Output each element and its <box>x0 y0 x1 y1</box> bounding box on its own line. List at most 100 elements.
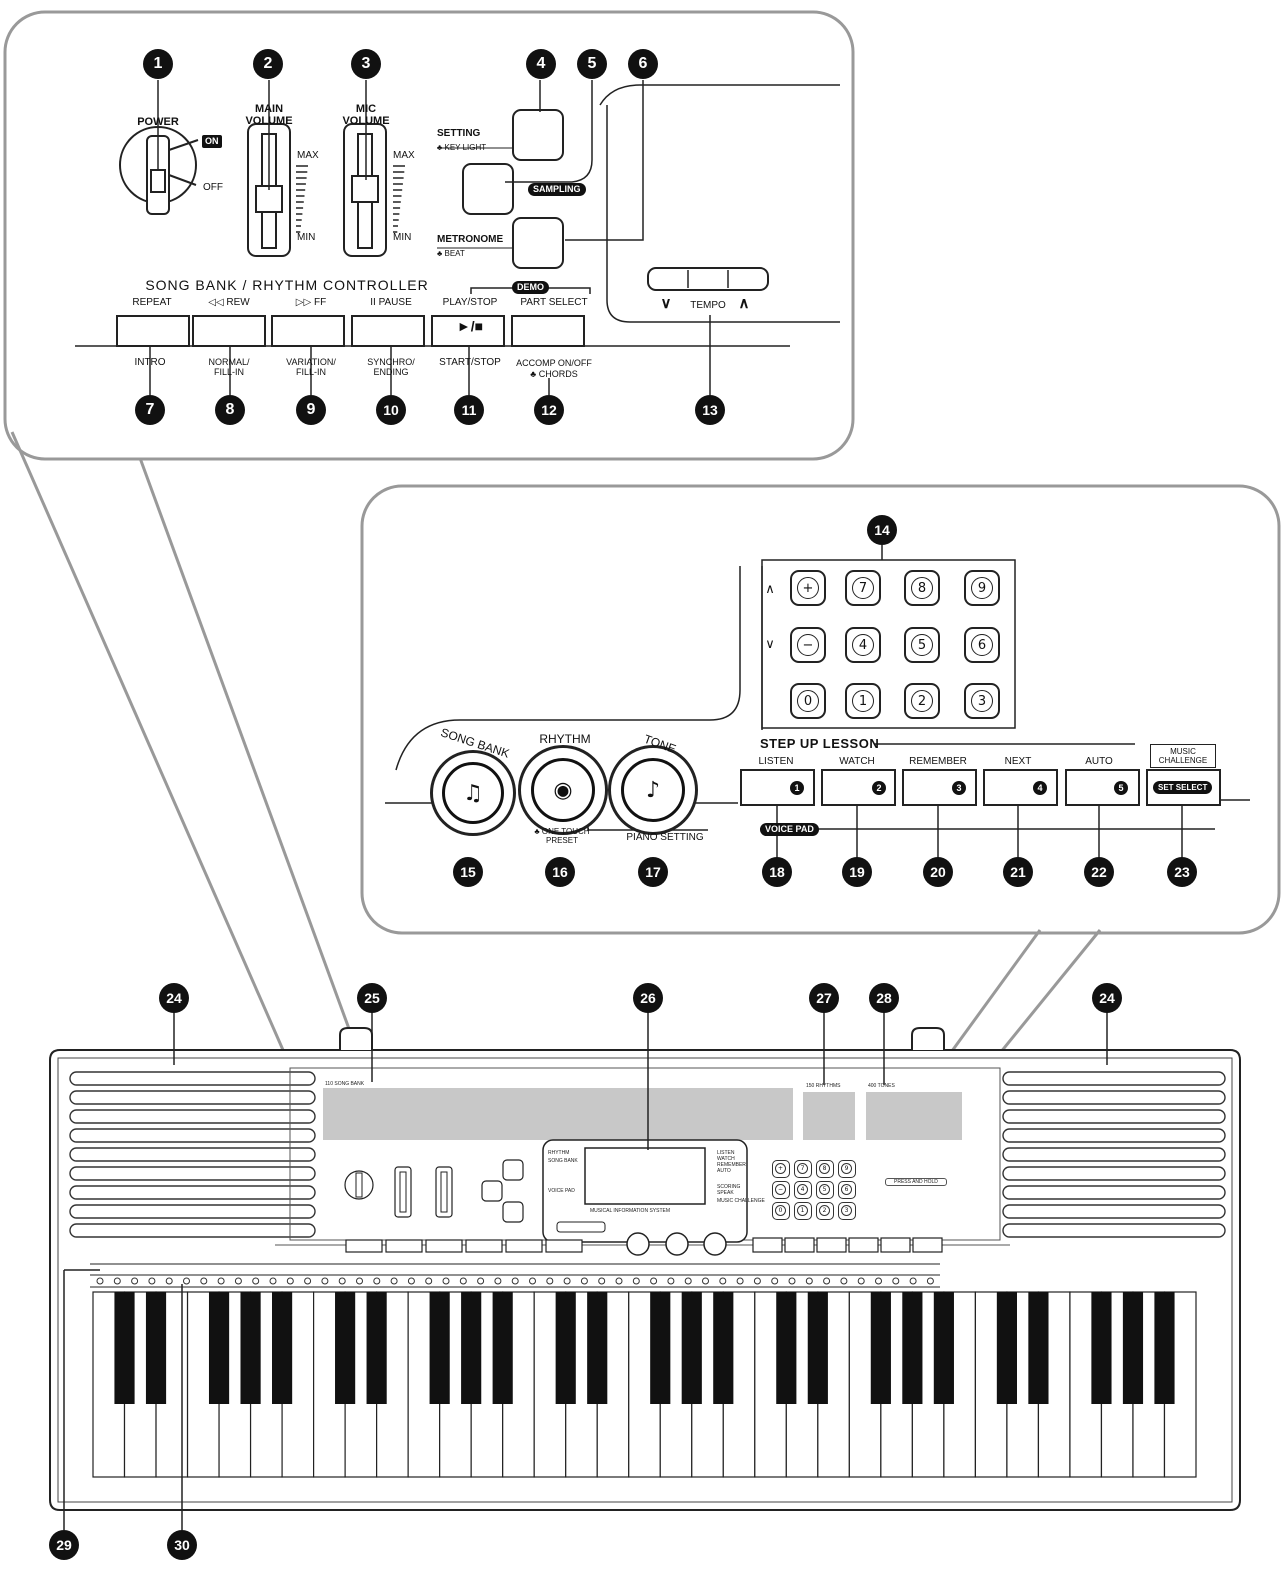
callout-number: 27 <box>809 983 839 1013</box>
keypad-key[interactable]: 5 <box>904 627 940 663</box>
small-keypad-key[interactable]: + <box>772 1160 790 1178</box>
keypad-key[interactable]: 7 <box>845 570 881 606</box>
tempo-up-icon[interactable]: ∧ <box>738 295 750 312</box>
small-keypad-key[interactable]: 6 <box>838 1181 856 1199</box>
callout-number: 5 <box>577 49 607 79</box>
demo-label: DEMO <box>512 281 549 294</box>
start-stop-label: START/STOP <box>439 357 501 368</box>
small-lesson-button <box>880 1237 911 1253</box>
rew-label: ◁◁ REW <box>208 297 250 308</box>
key-label-icon <box>148 1277 156 1285</box>
keypad-key[interactable]: + <box>790 570 826 606</box>
listen-label: LISTEN <box>758 756 794 767</box>
part-select-label: PART SELECT <box>520 297 588 308</box>
small-keypad-key[interactable]: 0 <box>772 1202 790 1220</box>
keypad-key[interactable]: 8 <box>904 570 940 606</box>
callout-number: 16 <box>545 857 575 887</box>
song-bank-button[interactable]: ♫ <box>430 750 516 836</box>
black-key <box>807 1292 828 1404</box>
mic-volume-max: MAX <box>393 150 415 161</box>
black-key <box>933 1292 954 1404</box>
small-keypad-key[interactable]: 1 <box>794 1202 812 1220</box>
rhythms-list-label: 150 RHYTHMS <box>806 1083 841 1089</box>
black-key <box>650 1292 671 1404</box>
key-label-icon <box>234 1277 242 1285</box>
listen-number: 1 <box>790 781 804 795</box>
black-key <box>492 1292 513 1404</box>
keypad-up-icon: ∧ <box>765 581 775 596</box>
small-keypad-key-label: 9 <box>841 1163 852 1174</box>
key-label-icon <box>338 1277 346 1285</box>
small-controller-button <box>545 1239 583 1253</box>
key-label-icon <box>165 1277 173 1285</box>
small-keypad-key[interactable]: 8 <box>816 1160 834 1178</box>
display-footer: MUSICAL INFORMATION SYSTEM <box>590 1208 671 1214</box>
display-music-challenge: MUSIC CHALLENGE <box>717 1198 765 1204</box>
key-label-icon <box>529 1277 536 1285</box>
callout-number: 26 <box>633 983 663 1013</box>
key-label-icon <box>719 1277 727 1285</box>
keypad-key[interactable]: − <box>790 627 826 663</box>
keypad-key[interactable]: 3 <box>964 683 1000 719</box>
small-controller-button <box>465 1239 503 1253</box>
callout-number: 25 <box>357 983 387 1013</box>
song-bank-list-area <box>323 1088 793 1140</box>
callout-number: 29 <box>49 1530 79 1560</box>
callout-number: 14 <box>867 515 897 545</box>
display-watch: WATCH <box>717 1156 735 1162</box>
key-label-icon <box>546 1277 554 1285</box>
chords-label: ♣ CHORDS <box>530 369 578 379</box>
tone-button[interactable]: ♪ <box>608 745 698 835</box>
keypad-key[interactable]: 1 <box>845 683 881 719</box>
keypad-key[interactable]: 2 <box>904 683 940 719</box>
key-label-icon <box>113 1277 121 1285</box>
callout-number: 18 <box>762 857 792 887</box>
display-speak: SPEAK <box>717 1190 734 1196</box>
controller-button <box>192 315 266 347</box>
small-keypad-key[interactable]: 4 <box>794 1181 812 1199</box>
small-keypad-key-label: 0 <box>775 1205 786 1216</box>
key-label-icon <box>200 1277 208 1285</box>
display-song-bank: SONG BANK <box>548 1158 578 1164</box>
controller-title: SONG BANK / RHYTHM CONTROLLER <box>145 277 429 293</box>
key-label-icon <box>356 1277 363 1285</box>
mic-volume-min: MIN <box>393 232 412 243</box>
key-label-icon <box>650 1277 658 1285</box>
small-keypad-key[interactable]: − <box>772 1181 790 1199</box>
small-keypad-key[interactable]: 3 <box>838 1202 856 1220</box>
black-key <box>114 1292 135 1404</box>
keypad-key[interactable]: 9 <box>964 570 1000 606</box>
next-label: NEXT <box>1004 756 1032 767</box>
variation-fill-in-label: VARIATION/ FILL-IN <box>286 357 336 377</box>
callout-number: 12 <box>534 395 564 425</box>
display-listen: LISTEN <box>717 1150 735 1156</box>
small-keypad-key-label: 1 <box>797 1205 808 1216</box>
keypad-key[interactable]: 6 <box>964 627 1000 663</box>
power-off-label: OFF <box>203 182 223 193</box>
display-auto: AUTO <box>717 1168 731 1174</box>
small-keypad-key[interactable]: 5 <box>816 1181 834 1199</box>
black-key <box>870 1292 891 1404</box>
voice-pad-label: VOICE PAD <box>760 823 819 836</box>
keypad-key-label: + <box>797 577 819 599</box>
keypad-key[interactable]: 4 <box>845 627 881 663</box>
small-keypad-key[interactable]: 7 <box>794 1160 812 1178</box>
rhythm-button[interactable]: ◉ <box>518 745 608 835</box>
small-keypad-key[interactable]: 9 <box>838 1160 856 1178</box>
rhythm-label: RHYTHM <box>539 732 591 746</box>
keypad-key[interactable]: 0 <box>790 683 826 719</box>
black-key <box>996 1292 1017 1404</box>
small-keypad-key-label: − <box>775 1184 786 1195</box>
speaker-slot <box>69 1147 316 1162</box>
callout-number: 24 <box>1092 983 1122 1013</box>
small-keypad-key-label: 8 <box>819 1163 830 1174</box>
watch-number: 2 <box>872 781 886 795</box>
black-key <box>776 1292 797 1404</box>
key-label-icon <box>909 1277 917 1285</box>
tempo-down-icon[interactable]: ∨ <box>660 295 672 312</box>
key-label-icon <box>477 1277 485 1285</box>
small-keypad-key[interactable]: 2 <box>816 1202 834 1220</box>
display-remember: REMEMBER <box>717 1162 746 1168</box>
set-select-label[interactable]: SET SELECT <box>1153 781 1213 794</box>
small-lesson-button <box>816 1237 847 1253</box>
